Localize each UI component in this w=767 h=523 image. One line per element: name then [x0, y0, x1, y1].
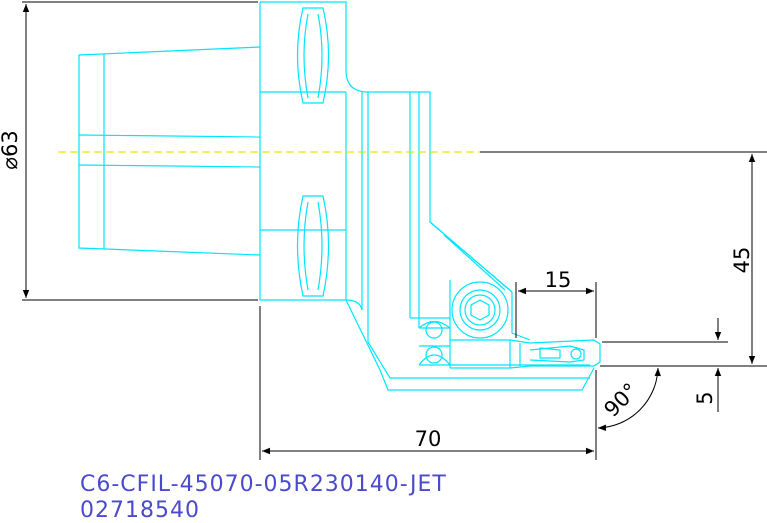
- coolant-ports: [418, 320, 451, 366]
- dimension-diameter: ⌀63: [0, 130, 22, 169]
- head-body: [345, 92, 595, 391]
- dimension-angle: 90°: [599, 378, 642, 421]
- dimension-5: 5: [693, 391, 717, 404]
- key-slot-lower: [296, 195, 330, 297]
- grooving-insert: [450, 339, 601, 369]
- taper-shank: [78, 46, 261, 256]
- part-number: 02718540: [80, 498, 200, 523]
- flange: [259, 1, 531, 341]
- dimension-70: 70: [415, 427, 442, 451]
- dimension-15: 15: [545, 268, 572, 292]
- part-code: C6-CFIL-45070-05R230140-JET: [80, 472, 447, 497]
- dimension-45: 45: [730, 247, 754, 274]
- tool-geometry: [78, 1, 601, 391]
- dimension-lines: [22, 1, 767, 460]
- key-slot-upper: [296, 7, 330, 104]
- clamping-screw: [449, 280, 509, 368]
